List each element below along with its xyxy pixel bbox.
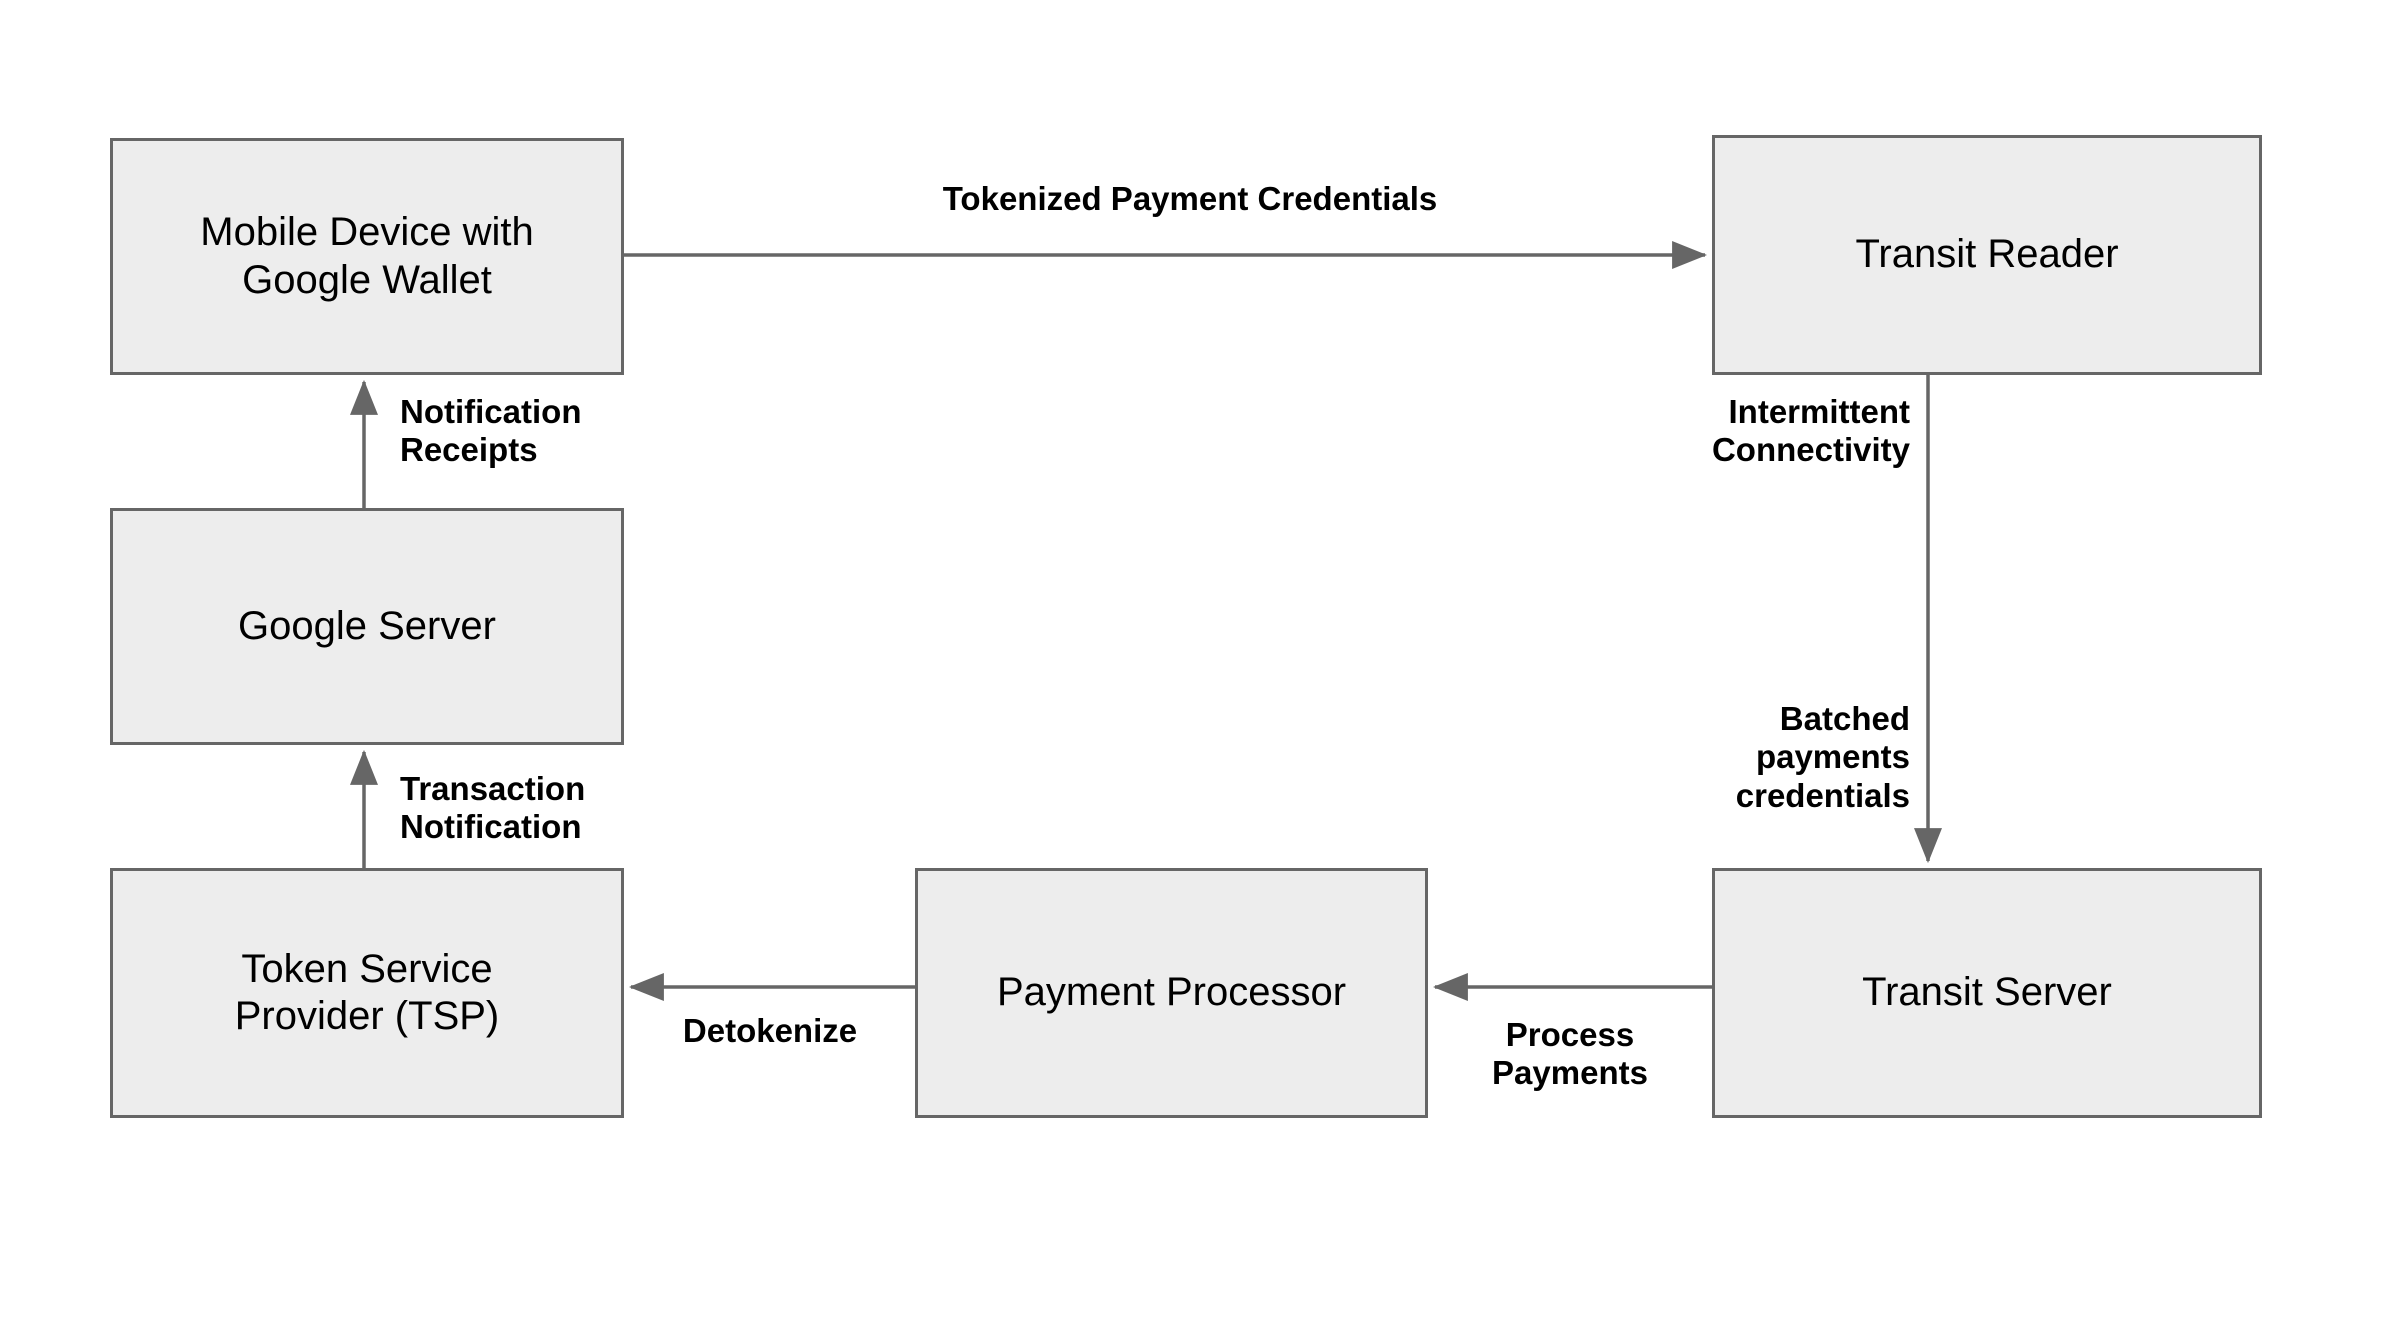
node-payment-processor[interactable]: Payment Processor bbox=[915, 868, 1428, 1118]
node-transit-server[interactable]: Transit Server bbox=[1712, 868, 2262, 1118]
node-google-server[interactable]: Google Server bbox=[110, 508, 624, 745]
node-token-service-provider[interactable]: Token Service Provider (TSP) bbox=[110, 868, 624, 1118]
edge-label-tokenized-payment-credentials: Tokenized Payment Credentials bbox=[942, 180, 1438, 217]
edge-label-intermittent-connectivity: Intermittent Connectivity bbox=[1711, 393, 1910, 469]
edge-label-notification-receipts: Notification Receipts bbox=[400, 393, 582, 469]
edge-label-detokenize: Detokenize bbox=[682, 1012, 858, 1049]
node-mobile-device[interactable]: Mobile Device with Google Wallet bbox=[110, 138, 624, 375]
node-transit-reader[interactable]: Transit Reader bbox=[1712, 135, 2262, 375]
edge-label-batched-payments-credentials: Batched payments credentials bbox=[1735, 700, 1910, 814]
edge-label-transaction-notification: Transaction Notification bbox=[400, 770, 586, 846]
edge-label-process-payments: Process Payments bbox=[1492, 1016, 1648, 1092]
